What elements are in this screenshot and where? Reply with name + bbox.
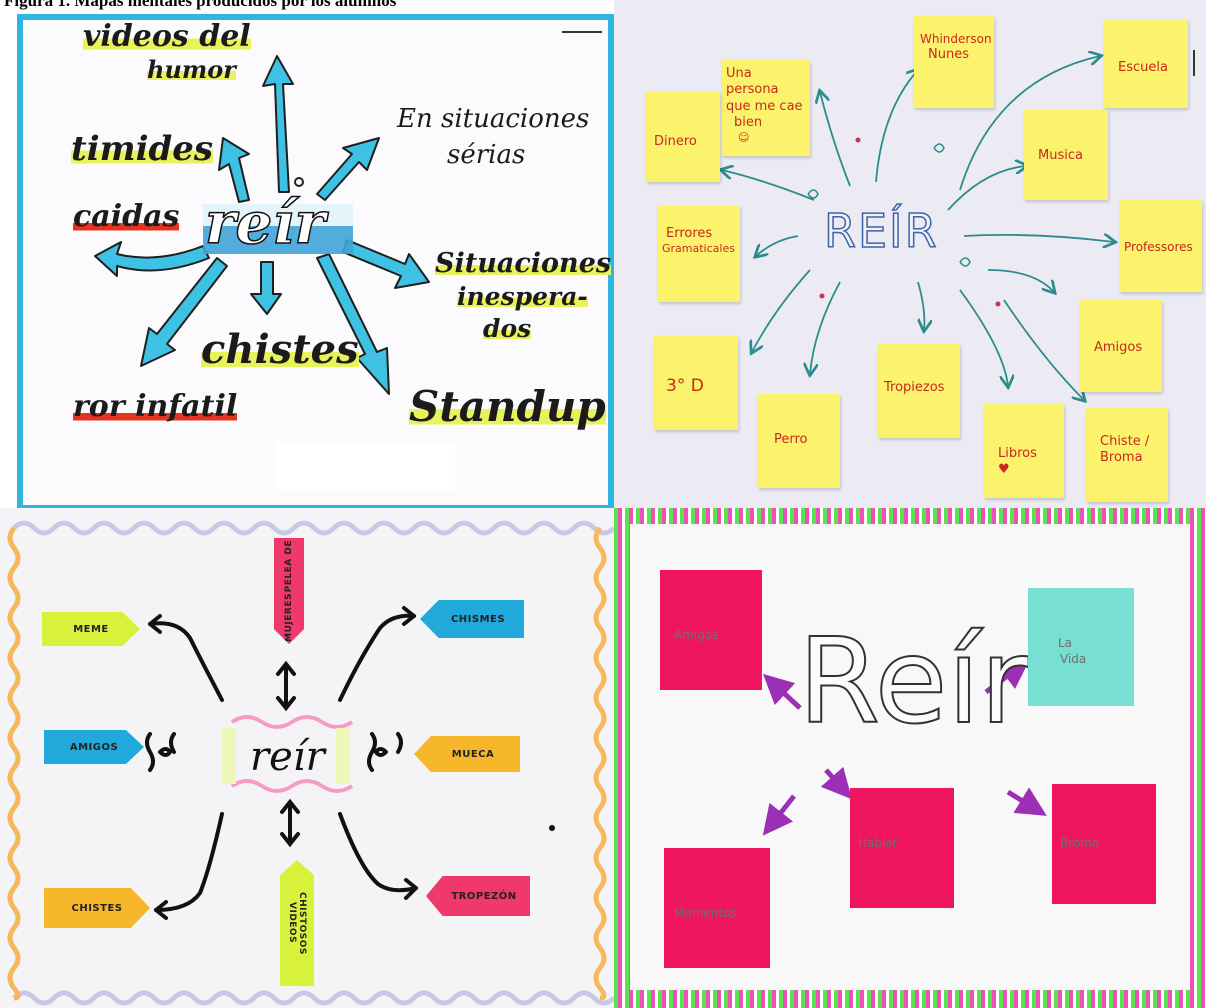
note-broma: Broma [1052, 784, 1156, 904]
arrow-down [250, 261, 282, 315]
center-word: Reír [797, 612, 1030, 750]
tag-meme: MEME [42, 612, 140, 646]
note-amigos: Amigos [1080, 300, 1162, 392]
word-timides: timides [71, 129, 214, 169]
center-word: REÍR [823, 203, 939, 259]
note-chiste: Chiste /Broma [1086, 408, 1168, 502]
word-videos-line2: humor [147, 55, 236, 84]
word-serias-line2: sérias [447, 140, 526, 170]
word-caidas: caidas [73, 199, 180, 234]
note-libros: Libros ♥ [984, 404, 1064, 498]
arrow-up [262, 55, 294, 193]
center-word: reír [250, 734, 325, 780]
tag-chistes: CHISTES [44, 888, 150, 928]
blank-patch [275, 442, 455, 490]
word-serias-line1: En situaciones [397, 104, 590, 134]
panel1-arrows [94, 55, 430, 395]
center-word: reír [204, 189, 326, 257]
note-amigos: Amigos [660, 570, 762, 690]
arrow-downright [316, 253, 390, 395]
tag-pelea: PELEA DE MUJERES [274, 538, 304, 644]
panel4-arrows [762, 659, 1047, 836]
word-chistes: chistes [201, 326, 359, 373]
word-inesperadas-line2: inespera- [457, 282, 588, 311]
tag-tropezon: TROPEZÓN [426, 876, 530, 916]
mind-map-panel-4: Reír Amigos La Vida Hablar Momentos Brom… [614, 508, 1206, 1008]
tag-videos-chistosos: VIDEOS CHISTOSOS [280, 860, 314, 986]
arrow-downleft [140, 257, 228, 367]
word-standup: Standup [409, 382, 606, 431]
note-musica: Musica [1024, 110, 1108, 200]
word-videos-line1: videos del [83, 19, 251, 54]
note-momentos: Momentos [664, 848, 770, 968]
mind-map-panel-3: reír MEME PELEA DE MUJERES CHISMES AMIGO… [0, 508, 614, 1008]
note-tropiezos: Tropiezos [878, 344, 960, 438]
note-profesores: Professores [1120, 200, 1202, 292]
note-la-vida: La Vida [1028, 588, 1134, 706]
word-inesperadas-line1: Situaciones [435, 248, 612, 279]
note-perro: Perro [758, 394, 840, 488]
note-hablar: Hablar [850, 788, 954, 908]
mind-map-panel-1: reír videos del humor timides caidas En … [17, 14, 614, 511]
note-escuela: Escuela [1104, 20, 1188, 108]
word-infatil: ror infatil [73, 389, 238, 424]
arrow-upright [316, 137, 380, 201]
arrow-left [94, 241, 210, 277]
note-dinero: Dinero [646, 92, 720, 182]
panel3-drawing [7, 520, 614, 1006]
panel2-arrows [614, 50, 1195, 508]
note-3d: 3° D [654, 336, 738, 430]
arrow-upleft [218, 137, 250, 203]
tag-amigos: AMIGOS [44, 730, 144, 764]
tag-chismes: CHISMES [420, 600, 524, 638]
word-inesperadas-line3: dos [483, 314, 532, 343]
figure-caption: Figura 1. Mapas mentales producidos por … [4, 0, 397, 10]
tag-mueca: MUECA [414, 736, 520, 772]
arrow-right [342, 239, 430, 289]
